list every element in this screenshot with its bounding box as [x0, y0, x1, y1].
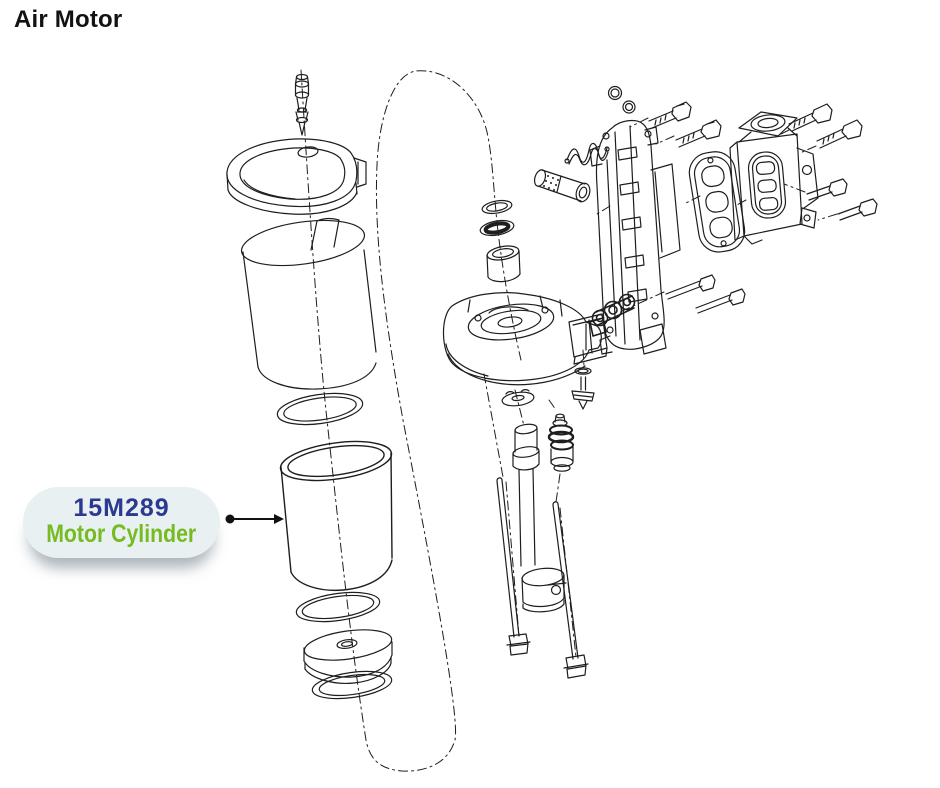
- bolt-part: [648, 101, 692, 129]
- air-fitting-part: [294, 73, 310, 136]
- detent-pawl-part: [589, 293, 636, 337]
- screw-part: [665, 274, 716, 300]
- bolt-part: [806, 178, 848, 201]
- seal-washer-part: [479, 219, 515, 237]
- o-ring-part: [295, 591, 381, 623]
- valve-block-part: [729, 111, 819, 245]
- o-ring-part: [607, 85, 636, 114]
- o-ring-part: [481, 199, 513, 215]
- part-callout[interactable]: 15M289 Motor Cylinder: [23, 487, 220, 558]
- motor-cylinder-part: [279, 440, 393, 592]
- pin-screw-part: [571, 367, 595, 410]
- detent-valve-part: [547, 413, 575, 472]
- callout-arrow: [225, 514, 284, 524]
- outer-tube-part: [240, 218, 377, 390]
- muffler-part: [533, 169, 591, 203]
- spring-clip-part: [564, 142, 610, 166]
- part-number: 15M289: [73, 494, 170, 523]
- assembly-centerline: [300, 69, 838, 772]
- part-name: Motor Cylinder: [46, 520, 197, 549]
- washer-part: [501, 389, 535, 407]
- o-ring-part: [276, 392, 364, 426]
- bearing-housing-part: [442, 292, 602, 386]
- bolt-part: [788, 103, 833, 132]
- top-cap-part: [226, 138, 367, 215]
- screw-part: [695, 288, 746, 314]
- piston-rod-part: [512, 423, 567, 613]
- bolt-part: [837, 198, 878, 221]
- bushing-part: [486, 245, 521, 283]
- tie-rod-part: [496, 477, 531, 656]
- bolt-part: [816, 119, 863, 149]
- mount-lug-part: [568, 313, 608, 365]
- tie-rod-part: [552, 501, 589, 679]
- piston-part: [303, 629, 393, 684]
- page-title: Air Motor: [14, 6, 123, 33]
- gasket-part: [688, 151, 746, 253]
- o-ring-part: [311, 670, 393, 700]
- bolt-part: [675, 119, 722, 148]
